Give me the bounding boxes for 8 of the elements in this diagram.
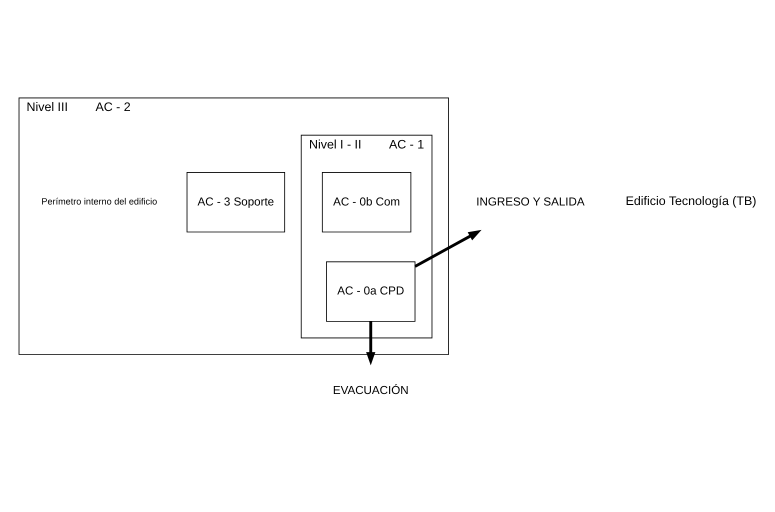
- node-text: INGRESO Y SALIDA: [476, 196, 585, 208]
- node-box: AC - 0b Com: [322, 172, 412, 232]
- node-box: AC - 3 Soporte: [186, 172, 286, 232]
- arrow: [414, 230, 482, 268]
- arrow: [366, 321, 376, 366]
- node-text: EVACUACIÓN: [332, 384, 409, 397]
- node-box: AC - 0a CPD: [326, 261, 416, 322]
- label: Edificio Tecnología (TB): [626, 194, 756, 208]
